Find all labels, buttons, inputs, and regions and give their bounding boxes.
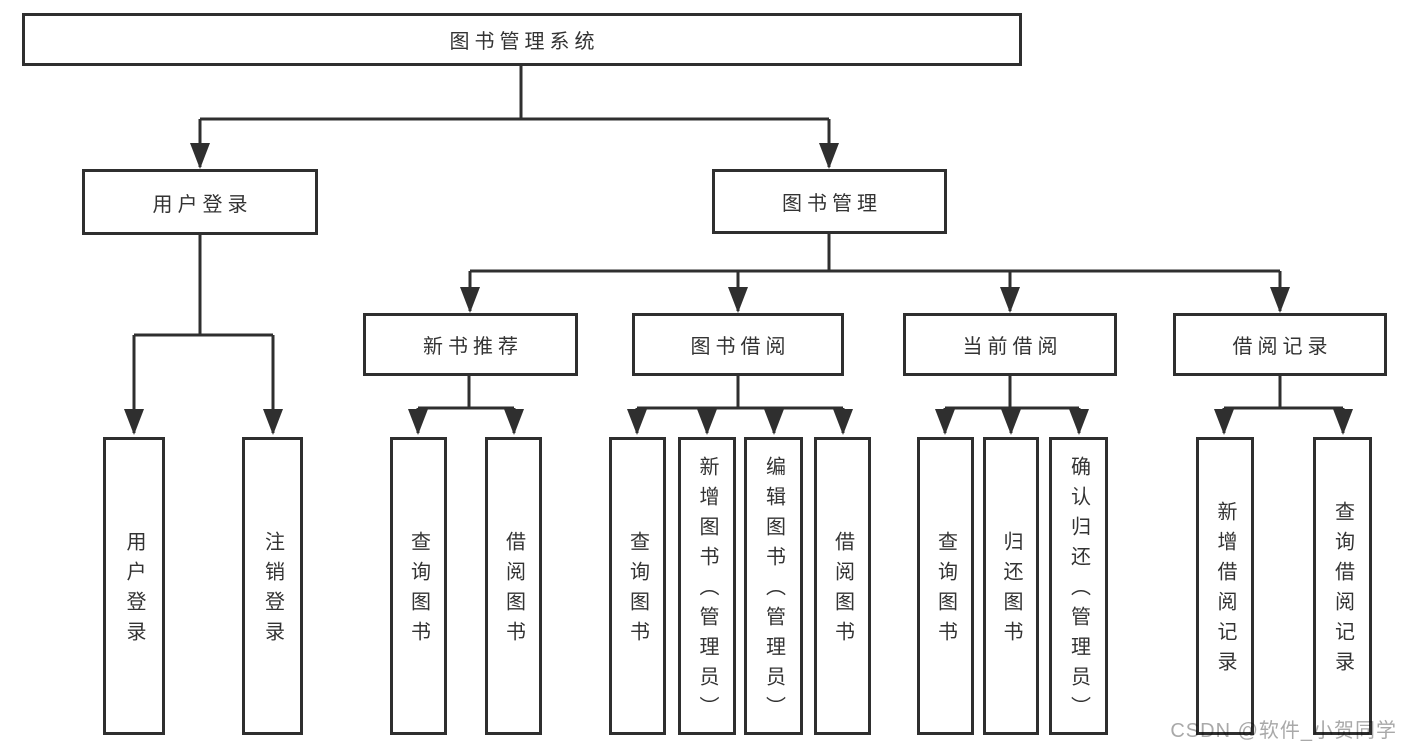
node-new-book-recommend: 新书推荐 bbox=[363, 313, 578, 376]
node-borrow-records: 借阅记录 bbox=[1173, 313, 1387, 376]
node-book-borrow: 图书借阅 bbox=[632, 313, 844, 376]
node-book-management: 图书管理 bbox=[712, 169, 947, 234]
leaf-recommend-query-book: 查询图书 bbox=[390, 437, 447, 735]
leaf-borrow-add-book-admin: 新增图书（管理员） bbox=[678, 437, 736, 735]
node-root: 图书管理系统 bbox=[22, 13, 1022, 66]
leaf-current-return-book: 归还图书 bbox=[983, 437, 1039, 735]
csdn-watermark: CSDN @软件_小贺同学 bbox=[1170, 720, 1397, 742]
leaf-current-confirm-return-admin: 确认归还（管理员） bbox=[1049, 437, 1108, 735]
leaf-current-query-book: 查询图书 bbox=[917, 437, 974, 735]
leaf-logout: 注销登录 bbox=[242, 437, 303, 735]
leaf-records-add-borrow-record: 新增借阅记录 bbox=[1196, 437, 1254, 735]
leaf-borrow-edit-book-admin: 编辑图书（管理员） bbox=[744, 437, 803, 735]
leaf-recommend-borrow-book: 借阅图书 bbox=[485, 437, 542, 735]
node-user-login: 用户登录 bbox=[82, 169, 318, 235]
leaf-borrow-borrow-book: 借阅图书 bbox=[814, 437, 871, 735]
leaf-user-login: 用户登录 bbox=[103, 437, 165, 735]
node-current-borrow: 当前借阅 bbox=[903, 313, 1117, 376]
leaf-records-query-borrow-record: 查询借阅记录 bbox=[1313, 437, 1372, 735]
leaf-borrow-query-book: 查询图书 bbox=[609, 437, 666, 735]
